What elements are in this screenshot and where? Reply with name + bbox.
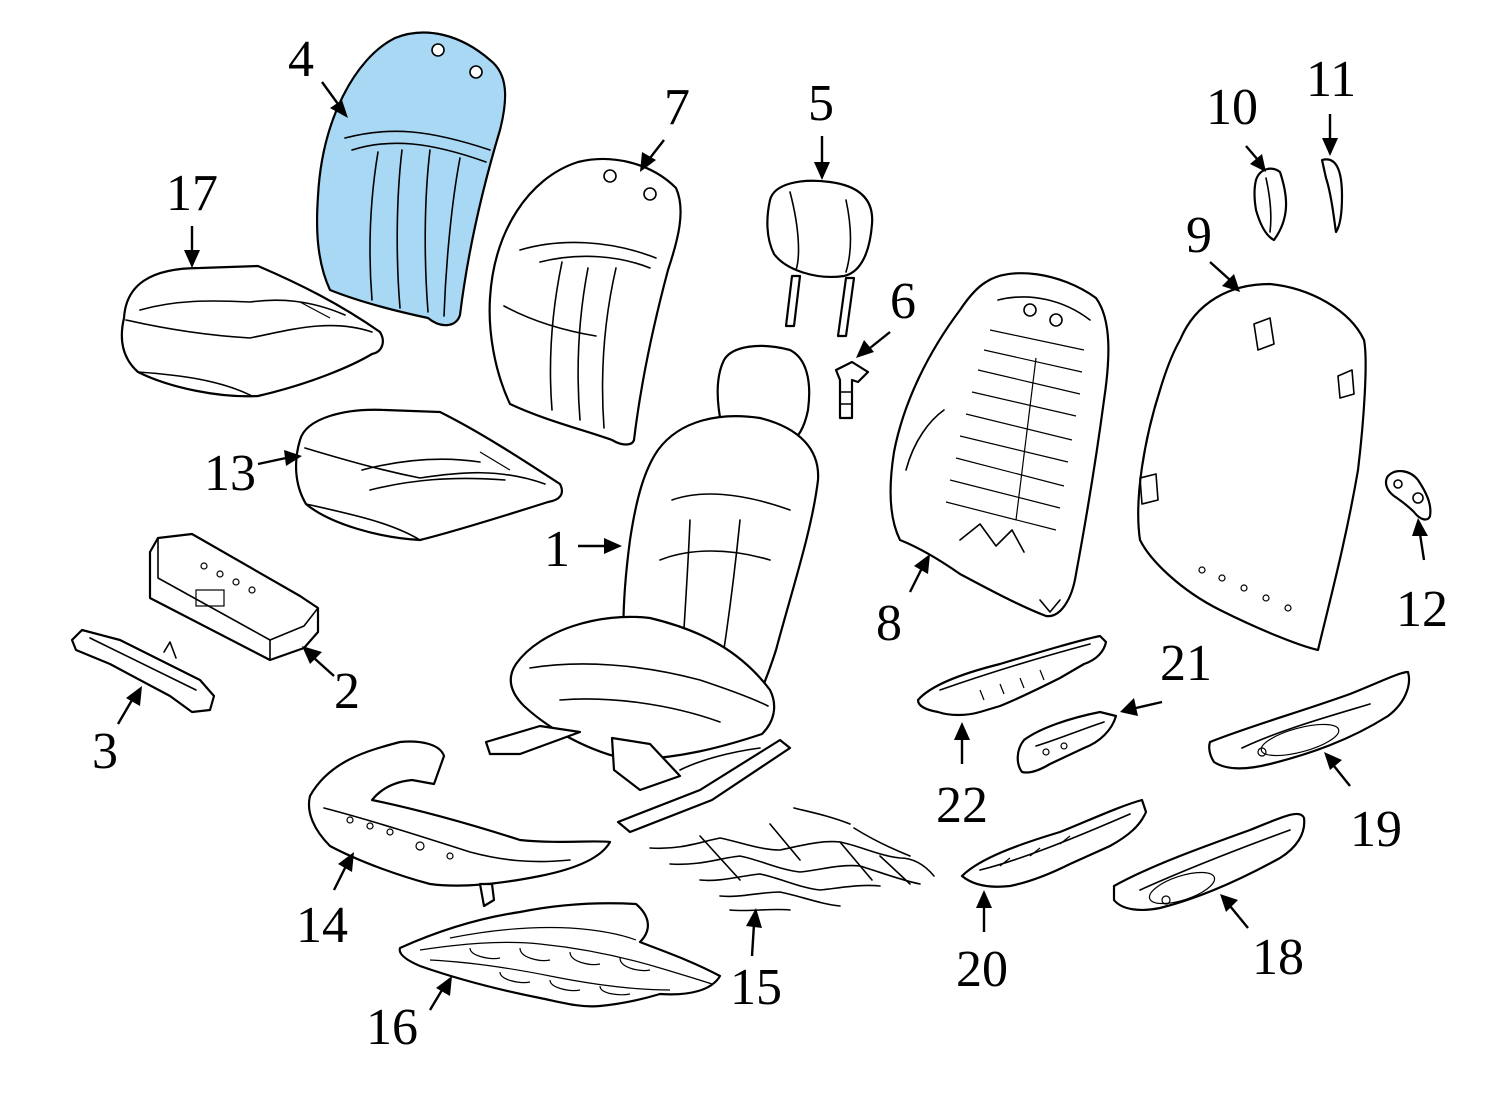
callout-12: 12 — [1396, 581, 1448, 638]
callout-9: 9 — [1186, 207, 1212, 264]
part-19-outer-side-panel[interactable] — [1208, 670, 1411, 770]
callout-15: 15 — [730, 959, 782, 1016]
part-14-seat-frame[interactable] — [307, 740, 612, 908]
part-18-inner-side-panel[interactable] — [1112, 812, 1306, 911]
callout-16: 16 — [366, 999, 418, 1056]
callout-5: 5 — [808, 75, 834, 132]
callout-21: 21 — [1160, 635, 1212, 692]
callout-labels: 1 2 3 4 5 6 7 8 9 10 11 12 13 14 15 16 1… — [92, 31, 1448, 1056]
callout-19: 19 — [1350, 801, 1402, 858]
part-16-heater-mat[interactable] — [398, 902, 722, 1008]
callout-17: 17 — [166, 165, 218, 222]
callout-7: 7 — [664, 79, 690, 136]
callout-6: 6 — [890, 273, 916, 330]
part-11-trim-strip[interactable] — [1320, 158, 1344, 234]
callout-2: 2 — [334, 663, 360, 720]
callout-14: 14 — [296, 897, 348, 954]
part-12-bracket[interactable] — [1384, 470, 1432, 521]
callout-13: 13 — [204, 445, 256, 502]
callout-20: 20 — [956, 941, 1008, 998]
part-2-module-box[interactable] — [148, 532, 320, 662]
callout-11: 11 — [1306, 51, 1356, 108]
part-8-backrest-frame[interactable] — [889, 272, 1110, 618]
callout-10: 10 — [1206, 79, 1258, 136]
part-6-headrest-guide[interactable] — [834, 360, 870, 420]
part-15-spring-mat[interactable] — [649, 807, 935, 912]
part-20-lower-bracket[interactable] — [960, 798, 1148, 888]
callout-1: 1 — [544, 521, 570, 578]
part-3-cable-guide[interactable] — [70, 628, 216, 714]
callout-8: 8 — [876, 595, 902, 652]
part-17-seat-cushion-cover[interactable] — [120, 264, 384, 398]
part-10-trim-cover[interactable] — [1253, 167, 1288, 242]
part-4-backrest-cover[interactable] — [315, 31, 507, 327]
callout-18: 18 — [1252, 929, 1304, 986]
part-13-seat-cushion-pad[interactable] — [294, 408, 564, 542]
part-1-seat-assembly[interactable] — [484, 344, 820, 834]
part-9-backrest-rear-panel[interactable] — [1137, 282, 1367, 652]
part-5-headrest[interactable] — [766, 179, 874, 338]
part-22-side-bracket[interactable] — [916, 634, 1108, 717]
callout-3: 3 — [92, 723, 118, 780]
part-21-switch-housing[interactable] — [1016, 710, 1118, 774]
callout-4: 4 — [288, 31, 314, 88]
part-7-backrest-upholstery[interactable] — [488, 157, 682, 446]
leader-arrows — [116, 81, 1428, 1011]
callout-22: 22 — [936, 777, 988, 834]
